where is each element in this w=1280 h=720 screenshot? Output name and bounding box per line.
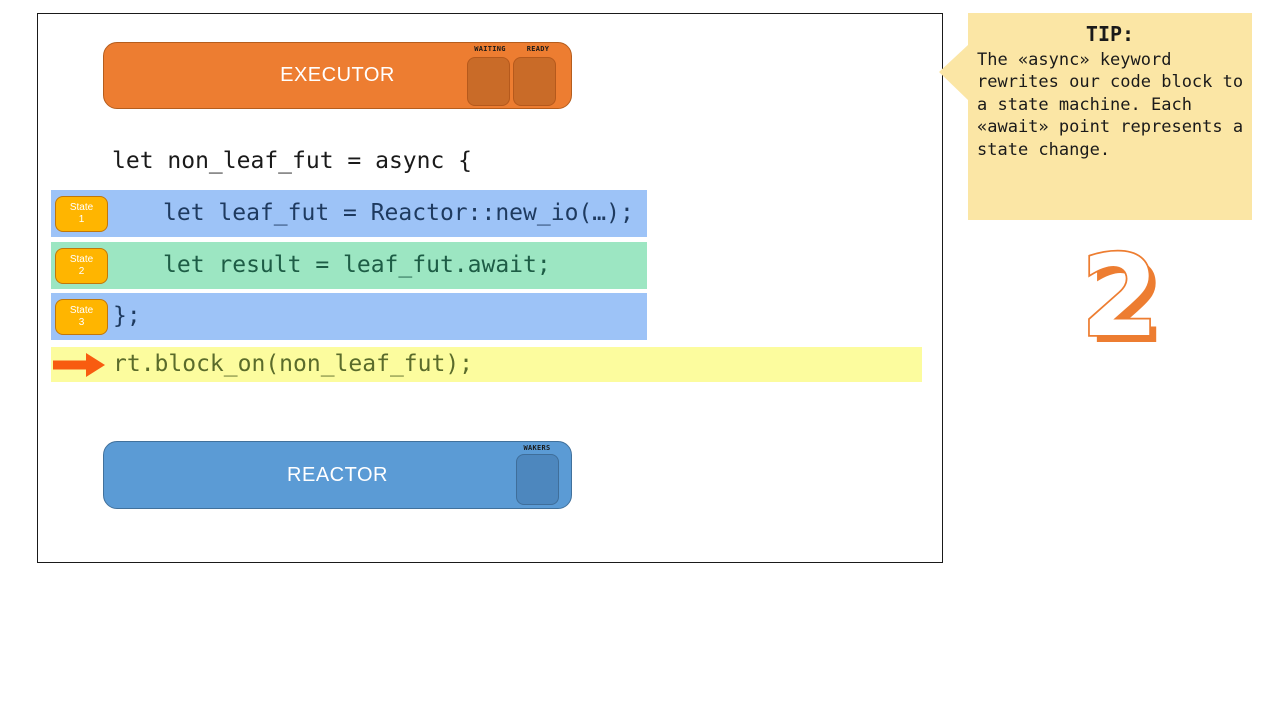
executor-ready-label: READY — [526, 45, 550, 53]
executor-waiting-label: WAITING — [474, 45, 506, 53]
reactor-wakers-label: WAKERS — [523, 444, 551, 452]
code-text-state2: let result = leaf_fut.await; — [163, 252, 551, 278]
step-number-shadow: 2 — [1088, 239, 1166, 365]
executor-waiting-slot — [467, 57, 510, 106]
block-on-row: rt.block_on(non_leaf_fut); — [51, 347, 922, 382]
current-line-arrow-icon — [53, 353, 105, 377]
state-1-badge-num: 1 — [78, 214, 85, 225]
reactor-wakers-slot — [516, 454, 559, 505]
tip-callout-pointer — [939, 45, 968, 100]
code-text-state3: }; — [113, 303, 141, 329]
state-3-badge-num: 3 — [78, 317, 85, 328]
tip-callout: TIP: The «async» keyword rewrites our co… — [968, 13, 1252, 220]
code-text-block-on: rt.block_on(non_leaf_fut); — [113, 351, 474, 377]
reactor-title: REACTOR — [287, 463, 388, 486]
step-number-glyph: 2 — [1081, 232, 1159, 362]
tip-title: TIP: — [1085, 22, 1135, 46]
executor-box: EXECUTOR WAITING READY — [103, 42, 572, 109]
state-2-badge-num: 2 — [78, 266, 85, 277]
tip-body: The «async» keyword rewrites our code bl… — [977, 50, 1244, 160]
state-2-badge-word: State — [69, 254, 94, 265]
code-line-async-block: let non_leaf_fut = async { — [112, 148, 473, 174]
executor-title: EXECUTOR — [280, 64, 395, 86]
executor-ready-slot — [513, 57, 556, 106]
step-number: 2 2 — [1079, 230, 1166, 365]
state-3-badge-word: State — [69, 305, 94, 316]
code-text-state1: let leaf_fut = Reactor::new_io(…); — [163, 200, 634, 226]
state-1-badge-word: State — [69, 202, 94, 213]
reactor-box: REACTOR WAKERS — [103, 441, 572, 509]
